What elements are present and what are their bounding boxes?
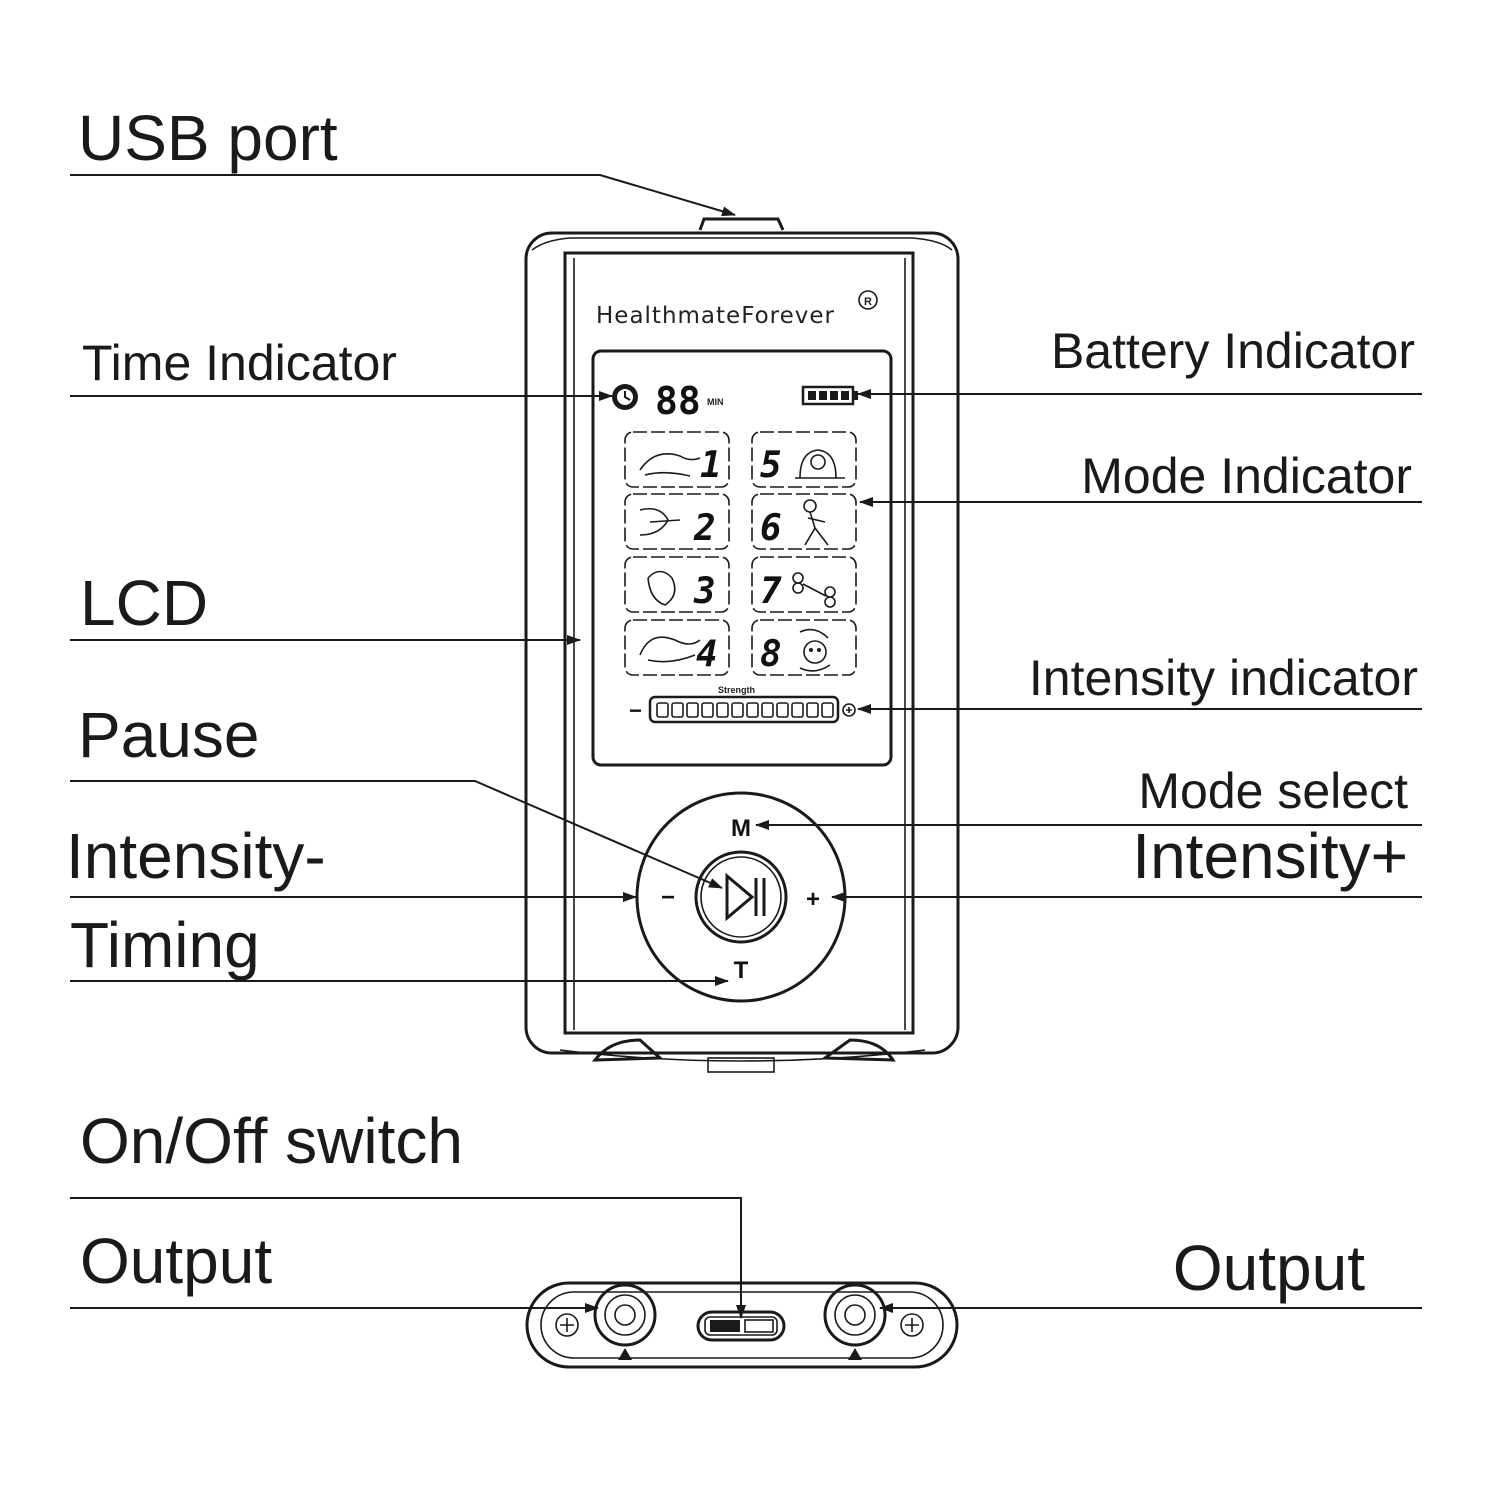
- timing-label: Timing: [70, 909, 260, 981]
- callout-output-left: Output: [70, 1225, 599, 1313]
- battery-icon: [801, 385, 858, 406]
- mode-select-label: Mode select: [1138, 763, 1408, 819]
- massage-hand-icon-3: [647, 570, 676, 606]
- output-right-label: Output: [1173, 1232, 1365, 1304]
- right-output-jack[interactable]: [823, 1283, 887, 1360]
- timer-unit: MIN: [707, 397, 724, 407]
- usb-port: [698, 217, 785, 231]
- battery-indicator-label: Battery Indicator: [1051, 323, 1415, 379]
- mode-number-5: 5: [760, 445, 782, 486]
- on-off-switch-label: On/Off switch: [80, 1105, 463, 1177]
- massage-hand-icon-1: [639, 453, 701, 471]
- device-bottom-view: [525, 1281, 959, 1369]
- callout-on-off-switch: On/Off switch: [70, 1105, 746, 1319]
- on-off-switch-leader: [70, 1197, 746, 1319]
- intensity-plus-label: Intensity+: [1132, 820, 1408, 892]
- device-front: HealthmateForever R 88 MIN: [524, 217, 960, 1073]
- mode-number-4: 4: [696, 634, 718, 675]
- callout-output-right: Output: [879, 1232, 1422, 1313]
- registered-mark-circle: [858, 290, 878, 310]
- intensity-minus-button[interactable]: −: [661, 884, 675, 911]
- massage-hand-icon-4: [639, 636, 701, 656]
- strength-label: Strength: [718, 685, 755, 695]
- output-left-label: Output: [80, 1225, 272, 1297]
- brand-name: HealthmateForever: [596, 303, 835, 329]
- bottom-body: [525, 1281, 959, 1369]
- switch-slider: [710, 1320, 740, 1332]
- callout-lcd: LCD: [70, 567, 581, 645]
- mode-number-1: 1: [700, 445, 722, 486]
- walking-figure-icon-6: [803, 499, 817, 513]
- right-foot: [820, 1038, 896, 1062]
- pause-leader: [70, 780, 723, 889]
- strength-plus-icon: [842, 703, 856, 717]
- mode-number-7: 7: [760, 571, 782, 612]
- pause-label: Pause: [78, 699, 259, 771]
- intensity-plus-button[interactable]: +: [806, 886, 820, 913]
- bottom-inner-outline: [540, 1291, 944, 1359]
- bottom-switch-notch: [707, 1057, 775, 1073]
- lcd-screen: [591, 349, 893, 767]
- left-jack-marker-icon: [618, 1348, 632, 1360]
- mode-tile-2: 2: [624, 493, 730, 550]
- callout-mode-indicator: Mode Indicator: [859, 448, 1422, 507]
- callout-pause: Pause: [70, 699, 723, 889]
- intensity-indicator-label: Intensity indicator: [1029, 650, 1418, 706]
- mode-select-button[interactable]: M: [731, 815, 751, 842]
- mode-tile-8: 8: [751, 619, 857, 676]
- callout-time-indicator: Time Indicator: [70, 335, 613, 401]
- timer-digits: 88: [655, 379, 701, 423]
- bottom-curve: [559, 1049, 926, 1062]
- timing-button[interactable]: T: [734, 957, 749, 984]
- right-screw-icon: [900, 1313, 924, 1337]
- usb-port-leader: [70, 174, 736, 217]
- mode-tile-3: 3: [624, 556, 730, 613]
- device-top-cap: [531, 237, 953, 251]
- usb-port-label: USB port: [78, 102, 338, 174]
- control-wheel: M T − +: [635, 791, 847, 1003]
- lcd-label: LCD: [80, 567, 208, 639]
- strength-bar-segments: [656, 702, 834, 718]
- time-indicator: 88 MIN: [612, 379, 724, 423]
- right-jack-marker-icon: [848, 1348, 862, 1360]
- mode-number-2: 2: [693, 508, 716, 549]
- mode-number-8: 8: [760, 634, 782, 675]
- callout-intensity-indicator: Intensity indicator: [857, 650, 1422, 714]
- control-ring: [635, 791, 847, 1003]
- mode-grid: 1 2 3 4 5: [624, 431, 857, 676]
- mode-tile-7: 7: [751, 556, 857, 613]
- callout-timing: Timing: [70, 909, 729, 986]
- mode-indicator-label: Mode Indicator: [1081, 448, 1412, 504]
- left-screw-icon: [555, 1313, 579, 1337]
- play-pause-icon: [725, 872, 755, 922]
- strength-bar-frame: [648, 695, 840, 724]
- callout-usb-port: USB port: [70, 102, 736, 217]
- callout-intensity-plus: Intensity+: [831, 820, 1422, 902]
- intensity-indicator: Strength −: [629, 685, 856, 724]
- mode-tile-5: 5: [751, 431, 857, 488]
- mode-tile-1: 1: [624, 431, 730, 488]
- on-off-switch[interactable]: [696, 1310, 786, 1342]
- device-face: [563, 251, 915, 1035]
- callout-battery-indicator: Battery Indicator: [857, 323, 1422, 399]
- registered-mark: R: [864, 296, 872, 308]
- face-massage-icon-8: [799, 628, 831, 672]
- bone-icon-7: [792, 572, 836, 608]
- time-indicator-label: Time Indicator: [82, 335, 397, 391]
- massage-figure-icon-5: [799, 449, 837, 479]
- left-foot: [591, 1038, 664, 1062]
- device-body: [524, 231, 960, 1055]
- pause-button[interactable]: [694, 850, 788, 944]
- mode-number-3: 3: [693, 571, 716, 612]
- callout-intensity-minus: Intensity-: [66, 820, 637, 902]
- left-output-jack[interactable]: [593, 1283, 657, 1360]
- callout-mode-select: Mode select: [755, 763, 1422, 830]
- mode-number-6: 6: [760, 508, 782, 549]
- mode-tile-4: 4: [624, 619, 730, 676]
- mode-tile-6: 6: [751, 493, 857, 550]
- strength-minus-sign: −: [629, 698, 642, 723]
- intensity-minus-label: Intensity-: [66, 820, 326, 892]
